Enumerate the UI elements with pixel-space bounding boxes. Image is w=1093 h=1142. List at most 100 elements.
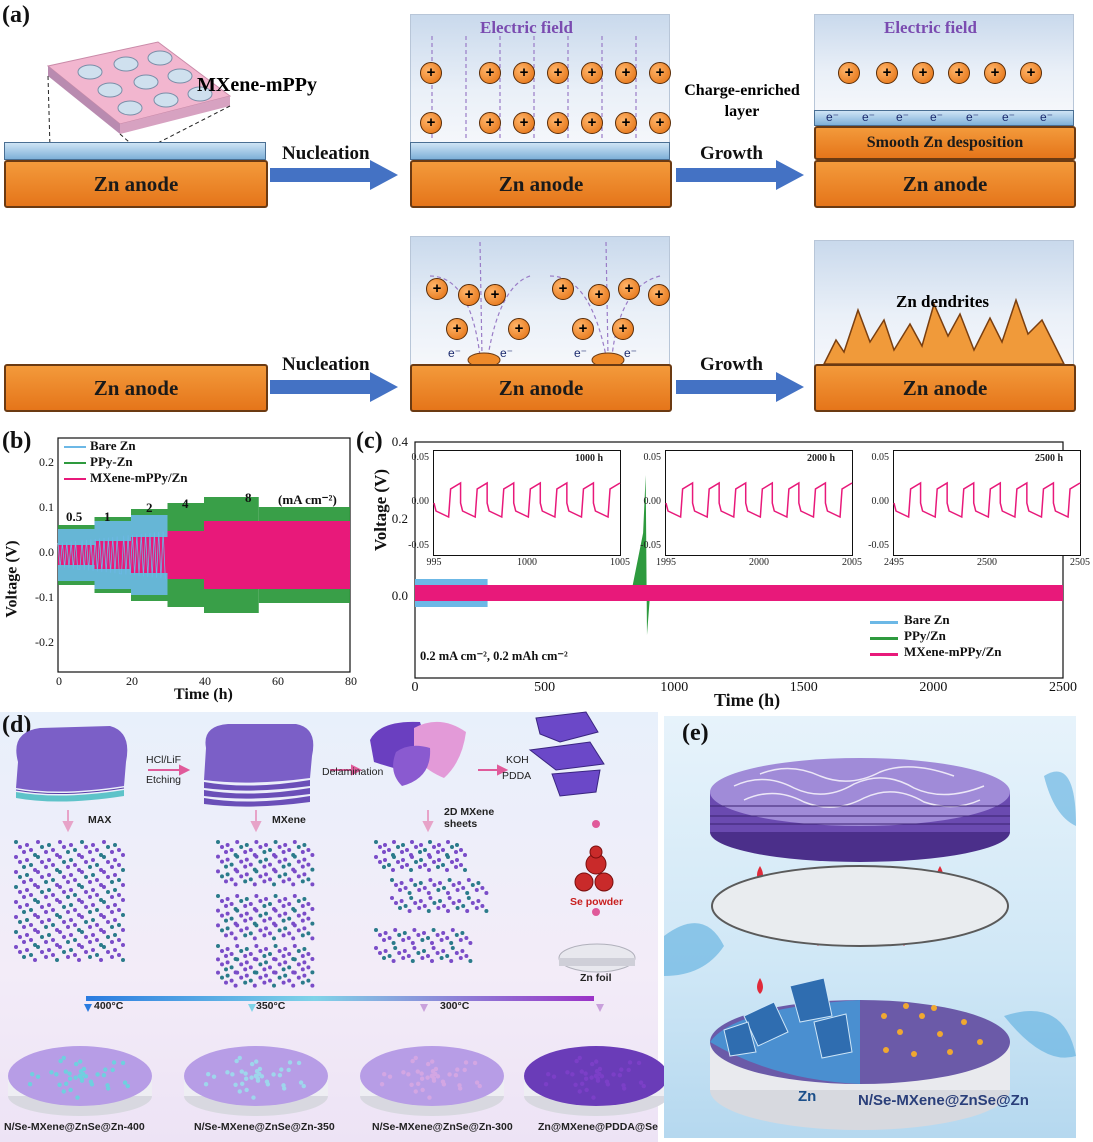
inset-title: 1000 h: [575, 453, 604, 464]
inset-ytick: -0.05: [408, 540, 429, 551]
rate-label: 8: [245, 490, 252, 505]
rate-label: 2: [146, 500, 153, 515]
inset-xtick: 2500: [977, 557, 997, 568]
product-label: N/Se-MXene@ZnSe@Zn-400: [4, 1121, 145, 1133]
zn-ion: +: [552, 278, 574, 300]
inset-ytick: 0.05: [411, 452, 430, 463]
panel-b-xtick: 40: [199, 674, 211, 688]
legend-swatch: [870, 621, 898, 624]
step-label: Etching: [146, 774, 182, 786]
growth-label-2: Growth: [700, 354, 763, 375]
inset-trace: [433, 481, 621, 519]
zn-ion: +: [649, 112, 671, 134]
zn-ion: +: [420, 62, 442, 84]
panel-a-label: (a): [2, 2, 30, 28]
panel-b-ytick: 0.0: [39, 545, 54, 559]
zn-ion: +: [420, 112, 442, 134]
mxene-mppy-label: MXene-mPPy: [197, 74, 317, 96]
panel-c-xtick: 0: [411, 680, 419, 695]
zn-ion: +: [513, 112, 535, 134]
zn-ion: +: [508, 318, 530, 340]
growth-arrow: [676, 160, 804, 190]
zn-anode-3: Zn anode: [814, 160, 1076, 208]
zn-dendrites-label: Zn dendrites: [896, 292, 990, 311]
n-se-mxene-label: N/Se-MXene@ZnSe@Zn: [858, 1092, 1029, 1109]
inset-plot: [665, 450, 853, 556]
step-label: KOH: [506, 754, 529, 766]
electron: e⁻: [930, 110, 944, 124]
zn-label: Zn: [798, 1088, 817, 1105]
panel-b-ytick: -0.2: [35, 635, 54, 649]
coating-layer-3: [814, 110, 1074, 126]
material-label: 2D MXene sheets: [444, 806, 495, 830]
panel-b-chart: [57, 437, 351, 673]
charge-layer-label: Charge-enriched layer: [684, 82, 800, 120]
inset-ytick: 0.00: [871, 496, 890, 507]
panel-c-ylabel: Voltage (V): [371, 469, 390, 551]
legend-swatch: [870, 637, 898, 640]
rate-label: 4: [182, 496, 189, 511]
panel-b-ytick: 0.1: [39, 500, 54, 514]
inset-xtick: 1995: [656, 557, 676, 568]
panel-b-xlabel: Time (h): [174, 686, 233, 703]
panel-c-condition: 0.2 mA cm⁻², 0.2 mAh cm⁻²: [420, 649, 568, 663]
electron: e⁻: [896, 110, 910, 124]
inset-xtick: 2000: [749, 557, 769, 568]
inset-ytick: 0.05: [643, 452, 662, 463]
legend-swatch: [64, 446, 86, 448]
zn-ion: +: [648, 284, 670, 306]
electron: e⁻: [862, 110, 876, 124]
inset-ytick: 0.00: [411, 496, 430, 507]
legend-swatch: [64, 478, 86, 480]
zn-ion: +: [615, 112, 637, 134]
rate-label: 0.5: [66, 509, 83, 524]
zn-ion: +: [838, 62, 860, 84]
zn-ion: +: [479, 62, 501, 84]
zn-ion: +: [479, 112, 501, 134]
panel-c-xtick: 1000: [660, 680, 689, 695]
zn-anode-2: Zn anode: [410, 160, 672, 208]
panel-b-ytick: 0.2: [39, 455, 54, 469]
inset-plot: [433, 450, 621, 556]
electric-field-area-3: [410, 236, 670, 366]
zn-ion: +: [572, 318, 594, 340]
product-label: N/Se-MXene@ZnSe@Zn-300: [372, 1121, 513, 1133]
inset-ytick: 0.05: [871, 452, 890, 463]
zn-ion: +: [948, 62, 970, 84]
zn-ion: +: [649, 62, 671, 84]
zn-ion: +: [581, 112, 603, 134]
inset-trace: [665, 481, 853, 519]
inset-trace: [893, 481, 1081, 519]
panel-d-illustration: [8, 711, 668, 1116]
rate-label: 1: [104, 509, 111, 524]
temp-label: 300°C: [440, 1000, 470, 1012]
panel-b-xtick: 20: [126, 674, 138, 688]
electron: e⁻: [1002, 110, 1016, 124]
legend-swatch: [870, 653, 898, 656]
zn-ion: +: [426, 278, 448, 300]
growth-label: Growth: [700, 143, 763, 164]
panel-e-illustration: [664, 758, 1076, 1130]
zn-ion: +: [547, 112, 569, 134]
electric-field-label: Electric field: [480, 18, 573, 37]
panel-c-xlabel: Time (h): [714, 690, 781, 710]
panel-e-label: (e): [682, 720, 709, 746]
electron: e⁻: [1040, 110, 1054, 124]
zn-ion: +: [588, 284, 610, 306]
temp-label: 350°C: [256, 1000, 286, 1012]
zn-ion: +: [547, 62, 569, 84]
zn-ion: +: [581, 62, 603, 84]
panel-b-xtick: 80: [345, 674, 357, 688]
temp-label: 400°C: [94, 1000, 124, 1012]
zn-ion: +: [912, 62, 934, 84]
nucleation-label-2: Nucleation: [282, 354, 370, 375]
panel-b-xtick: 60: [272, 674, 284, 688]
panel-c-xtick: 500: [534, 680, 556, 695]
panel-b-xtick: 0: [56, 674, 62, 688]
legend-entry: Bare Zn: [90, 438, 136, 453]
electron: e⁻: [624, 346, 638, 360]
panel-c-label: (c): [356, 428, 383, 454]
panel-c-ytick: 0.0: [391, 588, 408, 603]
electron: e⁻: [574, 346, 588, 360]
electron: e⁻: [448, 346, 462, 360]
